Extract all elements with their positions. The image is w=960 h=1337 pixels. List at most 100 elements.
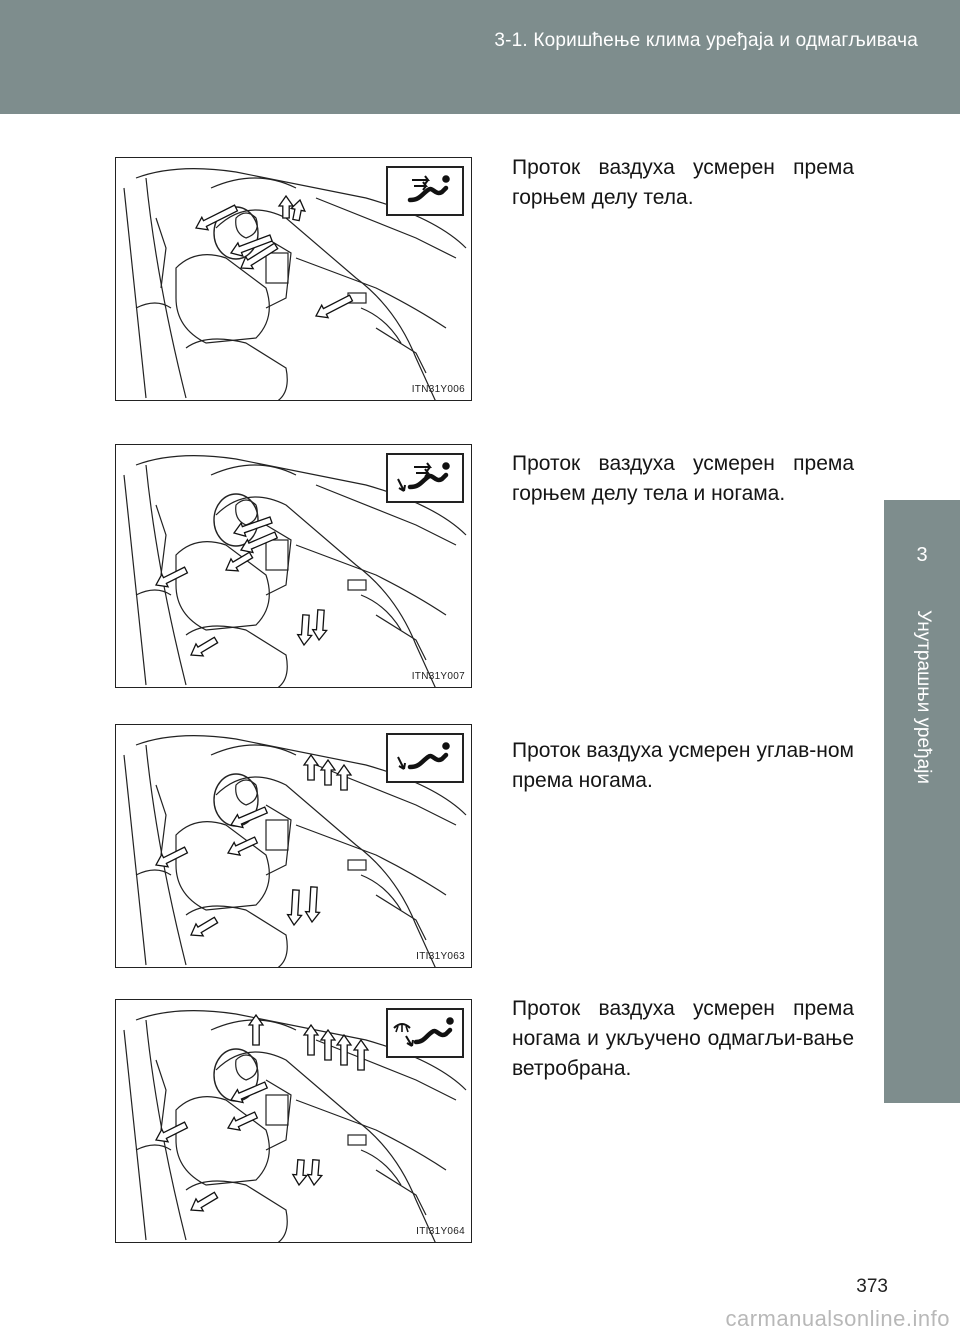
airflow-arrow (226, 1111, 259, 1131)
airflow-arrow (240, 242, 279, 270)
interior-outline (175, 541, 270, 631)
bi-level-vent-icon (386, 453, 464, 503)
section-label: Унутрашњи уређаји (913, 610, 934, 785)
airflow-arrow (302, 1023, 320, 1056)
interior-outline (295, 544, 447, 616)
interior-outline (123, 474, 147, 686)
interior-outline (175, 821, 270, 911)
side-vent (347, 1134, 367, 1146)
interior-outline (210, 744, 297, 756)
mode-description: Проток ваздуха усмерен према горњем делу… (512, 156, 854, 209)
airflow-arrow (296, 614, 313, 647)
interior-outline (135, 168, 467, 249)
interior-outline (215, 209, 436, 400)
interior-outline (360, 874, 402, 911)
mode-description: Проток ваздуха усмерен према горњем делу… (512, 452, 854, 505)
airflow-arrow (232, 516, 273, 538)
illustration-foot-mode: ITI31Y063 (115, 724, 472, 968)
interior-outline (155, 784, 167, 856)
interior-outline (135, 302, 172, 309)
airflow-arrow (311, 609, 328, 642)
airflow-arrow (229, 234, 273, 257)
illustration-bi-level-mode: ITN31Y007 (115, 444, 472, 688)
interior-outline (375, 614, 427, 661)
airflow-arrow (225, 551, 254, 572)
airflow-arrow (304, 886, 321, 924)
interior-outline (235, 779, 258, 806)
center-console (265, 819, 289, 851)
section-number: 3 (916, 544, 928, 566)
airflow-arrow (286, 889, 303, 927)
steering-wheel (213, 493, 259, 547)
side-vent (347, 579, 367, 591)
interior-outline (315, 1039, 457, 1101)
interior-outline (135, 1010, 467, 1091)
foot-vent-icon (386, 733, 464, 783)
foot-defrost-vent-icon (386, 1008, 464, 1058)
figure-code: ITN31Y006 (411, 384, 465, 395)
illustration-foot-defrost-mode: ITI31Y064 (115, 999, 472, 1243)
airflow-arrow (319, 758, 337, 786)
interior-outline (295, 257, 447, 329)
airflow-arrow (306, 1159, 324, 1187)
mode-description: Проток ваздуха усмерен углав-ном према н… (512, 739, 854, 792)
interior-outline (295, 1099, 447, 1171)
interior-outline (360, 307, 402, 344)
interior-outline (145, 177, 187, 399)
interior-outline (315, 764, 457, 826)
airflow-arrow (154, 566, 189, 588)
airflow-arrow (352, 1038, 370, 1071)
section-side-tab: 3 Унутрашњи уређаји (884, 500, 960, 1103)
airflow-arrow (229, 1081, 269, 1104)
mode-description: Проток ваздуха усмерен према ногама и ук… (512, 997, 854, 1080)
interior-outline (315, 197, 457, 259)
airflow-arrow (229, 806, 269, 829)
watermark: carmanualsonline.info (725, 1306, 950, 1331)
interior-outline (215, 1051, 436, 1242)
interior-outline (265, 1079, 292, 1151)
center-console (265, 252, 289, 284)
chapter-title: 3-1. Коришћење клима уређаја и одмагљива… (494, 30, 918, 51)
center-console (265, 1094, 289, 1126)
interior-outline (135, 869, 172, 876)
illustration-face-mode: ITN31Y006 (115, 157, 472, 401)
airflow-arrow (335, 1033, 353, 1066)
interior-outline (185, 1180, 288, 1242)
airflow-arrow (277, 194, 295, 219)
airflow-arrow (154, 846, 189, 868)
airflow-arrow (289, 198, 306, 222)
interior-outline (175, 254, 270, 344)
airflow-arrow (226, 836, 259, 856)
interior-outline (215, 496, 436, 687)
figure-code: ITI31Y063 (416, 951, 465, 962)
interior-outline (375, 894, 427, 941)
interior-outline (155, 1059, 167, 1131)
airflow-arrow (190, 1191, 219, 1212)
page-number: 373 (856, 1276, 888, 1297)
car-interior-drawing (123, 1010, 467, 1242)
chapter-header: 3-1. Коришћење клима уређаја и одмагљива… (0, 0, 960, 114)
airflow-arrow (190, 636, 219, 657)
interior-outline (185, 338, 288, 400)
interior-outline (360, 594, 402, 631)
interior-outline (235, 1054, 258, 1081)
airflow-arrow (247, 1013, 265, 1046)
airflow-arrow (239, 531, 279, 554)
interior-outline (235, 499, 258, 526)
interior-outline (175, 1096, 270, 1186)
interior-outline (123, 1029, 147, 1241)
interior-outline (360, 1149, 402, 1186)
airflow-arrow (194, 204, 239, 231)
car-interior-drawing (123, 735, 467, 967)
interior-outline (123, 754, 147, 966)
airflow-arrow (335, 763, 353, 791)
interior-outline (235, 212, 258, 239)
airflow-arrow (319, 1028, 337, 1061)
interior-outline (315, 484, 457, 546)
airflow-arrow (154, 1121, 189, 1143)
side-vent (347, 859, 367, 871)
interior-outline (295, 824, 447, 896)
interior-outline (185, 905, 288, 967)
airflow-arrow (302, 753, 320, 781)
interior-outline (135, 589, 172, 596)
